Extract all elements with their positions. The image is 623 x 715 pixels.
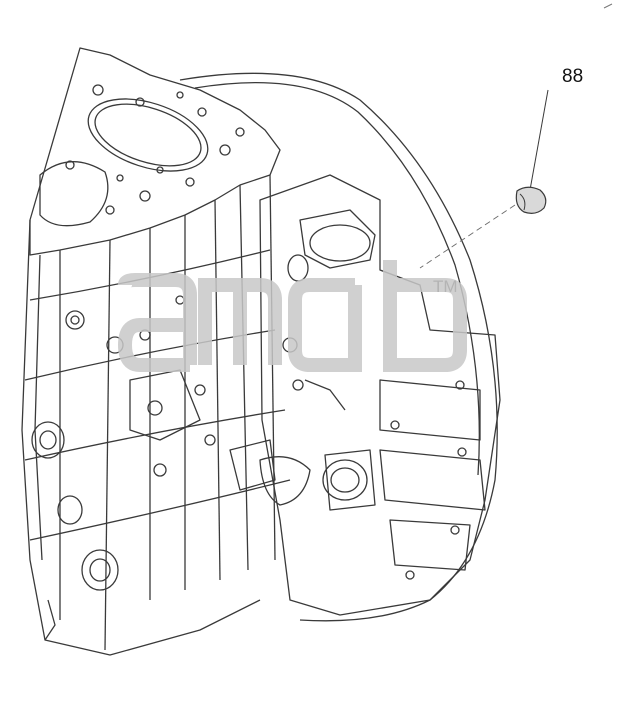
plug-part-88 xyxy=(515,186,547,214)
engine-block xyxy=(21,47,501,656)
corner-mark xyxy=(603,3,613,9)
callout-label-88: 88 xyxy=(562,66,584,87)
watermark-logo xyxy=(117,260,467,372)
leader-line xyxy=(419,89,549,269)
watermark-trademark: TM xyxy=(433,277,458,296)
